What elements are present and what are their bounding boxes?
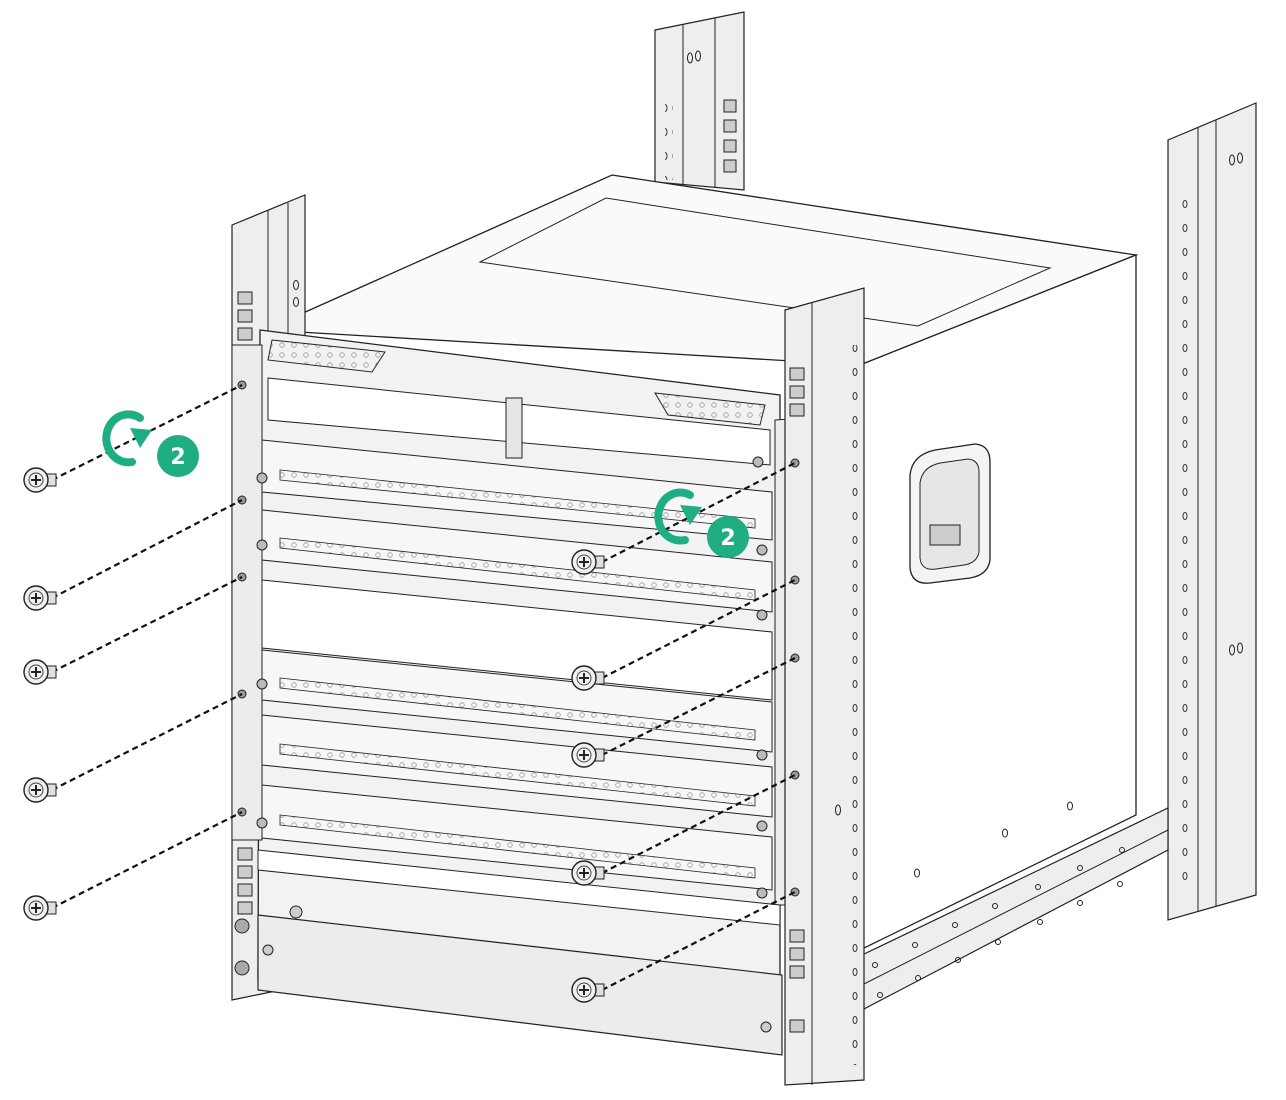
callout-number: 2 bbox=[720, 526, 735, 551]
guide-line-9 bbox=[601, 774, 796, 874]
chassis-front-panel bbox=[231, 329, 807, 1058]
line-card-5 bbox=[261, 784, 773, 891]
phillips-screw-icon bbox=[23, 659, 57, 685]
screw-guide-lines bbox=[51, 384, 796, 991]
guide-line-10 bbox=[601, 891, 796, 991]
guide-line-8 bbox=[601, 657, 796, 756]
front-rack-rail-right bbox=[784, 287, 865, 1086]
guide-line-7 bbox=[601, 579, 796, 679]
phillips-screw-icon bbox=[571, 742, 605, 768]
guide-line-1 bbox=[51, 384, 243, 481]
callout-left: 2 bbox=[102, 410, 199, 477]
callout-right: 2 bbox=[654, 488, 749, 558]
chassis-body bbox=[264, 174, 1139, 952]
phillips-screw-icon bbox=[23, 585, 57, 611]
side-handle bbox=[909, 443, 991, 584]
phillips-screw-icon bbox=[571, 549, 605, 575]
guide-line-2 bbox=[51, 499, 243, 599]
line-card-1 bbox=[261, 439, 773, 541]
guide-line-6 bbox=[601, 462, 796, 563]
phillips-screw-icon bbox=[571, 977, 605, 1003]
rotate-clockwise-icon bbox=[654, 488, 702, 545]
guide-line-3 bbox=[51, 576, 243, 673]
empty-slot bbox=[261, 579, 773, 701]
rotate-clockwise-icon bbox=[102, 410, 152, 467]
mounting-screws bbox=[23, 467, 605, 1003]
phillips-screw-icon bbox=[23, 467, 57, 493]
callout-number: 2 bbox=[170, 445, 185, 470]
rear-rack-rail-center bbox=[654, 11, 745, 191]
guide-line-4 bbox=[51, 693, 243, 791]
rear-rack-rail-right bbox=[1167, 102, 1257, 921]
guide-line-5 bbox=[51, 811, 243, 909]
phillips-screw-icon bbox=[23, 895, 57, 921]
bottom-bracket bbox=[257, 914, 783, 1056]
phillips-screw-icon bbox=[23, 777, 57, 803]
phillips-screw-icon bbox=[571, 665, 605, 691]
phillips-screw-icon bbox=[571, 860, 605, 886]
